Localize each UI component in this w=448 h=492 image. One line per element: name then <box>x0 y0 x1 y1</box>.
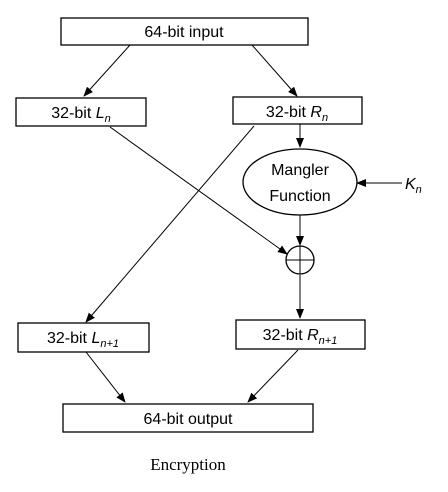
output-label: 64-bit output <box>144 411 234 428</box>
arrow-input-to-right <box>251 44 298 97</box>
xor-operator: ⊕ <box>285 245 315 275</box>
left-half-block: 32-bit Ln <box>15 97 147 127</box>
next-right-half-label: 32-bit Rn+1 <box>263 327 338 347</box>
mangler-line-1: Mangler <box>271 162 329 179</box>
next-left-half-box <box>17 322 150 353</box>
key-label: Kn <box>405 176 422 196</box>
mangler-function-block: Mangler Function <box>242 148 358 216</box>
input-block: 64-bit input <box>60 17 309 46</box>
arrow-input-to-left <box>83 44 131 97</box>
mangler-function-ellipse <box>242 148 358 216</box>
connectors <box>83 44 402 403</box>
left-half-box <box>15 97 147 127</box>
next-left-half-block: 32-bit Ln+1 <box>17 322 150 353</box>
mangler-line-2: Function <box>269 188 330 205</box>
arrow-next-right-to-output <box>247 349 299 403</box>
input-label: 64-bit input <box>144 24 224 41</box>
right-half-block: 32-bit Rn <box>232 96 363 125</box>
arrow-right-to-next-left <box>85 125 255 323</box>
right-half-box <box>232 96 363 125</box>
next-left-half-label: 32-bit Ln+1 <box>47 330 119 350</box>
output-box <box>62 403 314 433</box>
next-right-half-box <box>235 319 366 350</box>
right-half-label: 32-bit Rn <box>266 104 328 124</box>
left-half-label: 32-bit Ln <box>51 105 111 125</box>
input-box <box>60 17 309 46</box>
next-right-half-block: 32-bit Rn+1 <box>235 319 366 350</box>
output-block: 64-bit output <box>62 403 314 433</box>
arrow-next-left-to-output <box>85 351 126 403</box>
figure-caption: Encryption <box>150 455 226 474</box>
